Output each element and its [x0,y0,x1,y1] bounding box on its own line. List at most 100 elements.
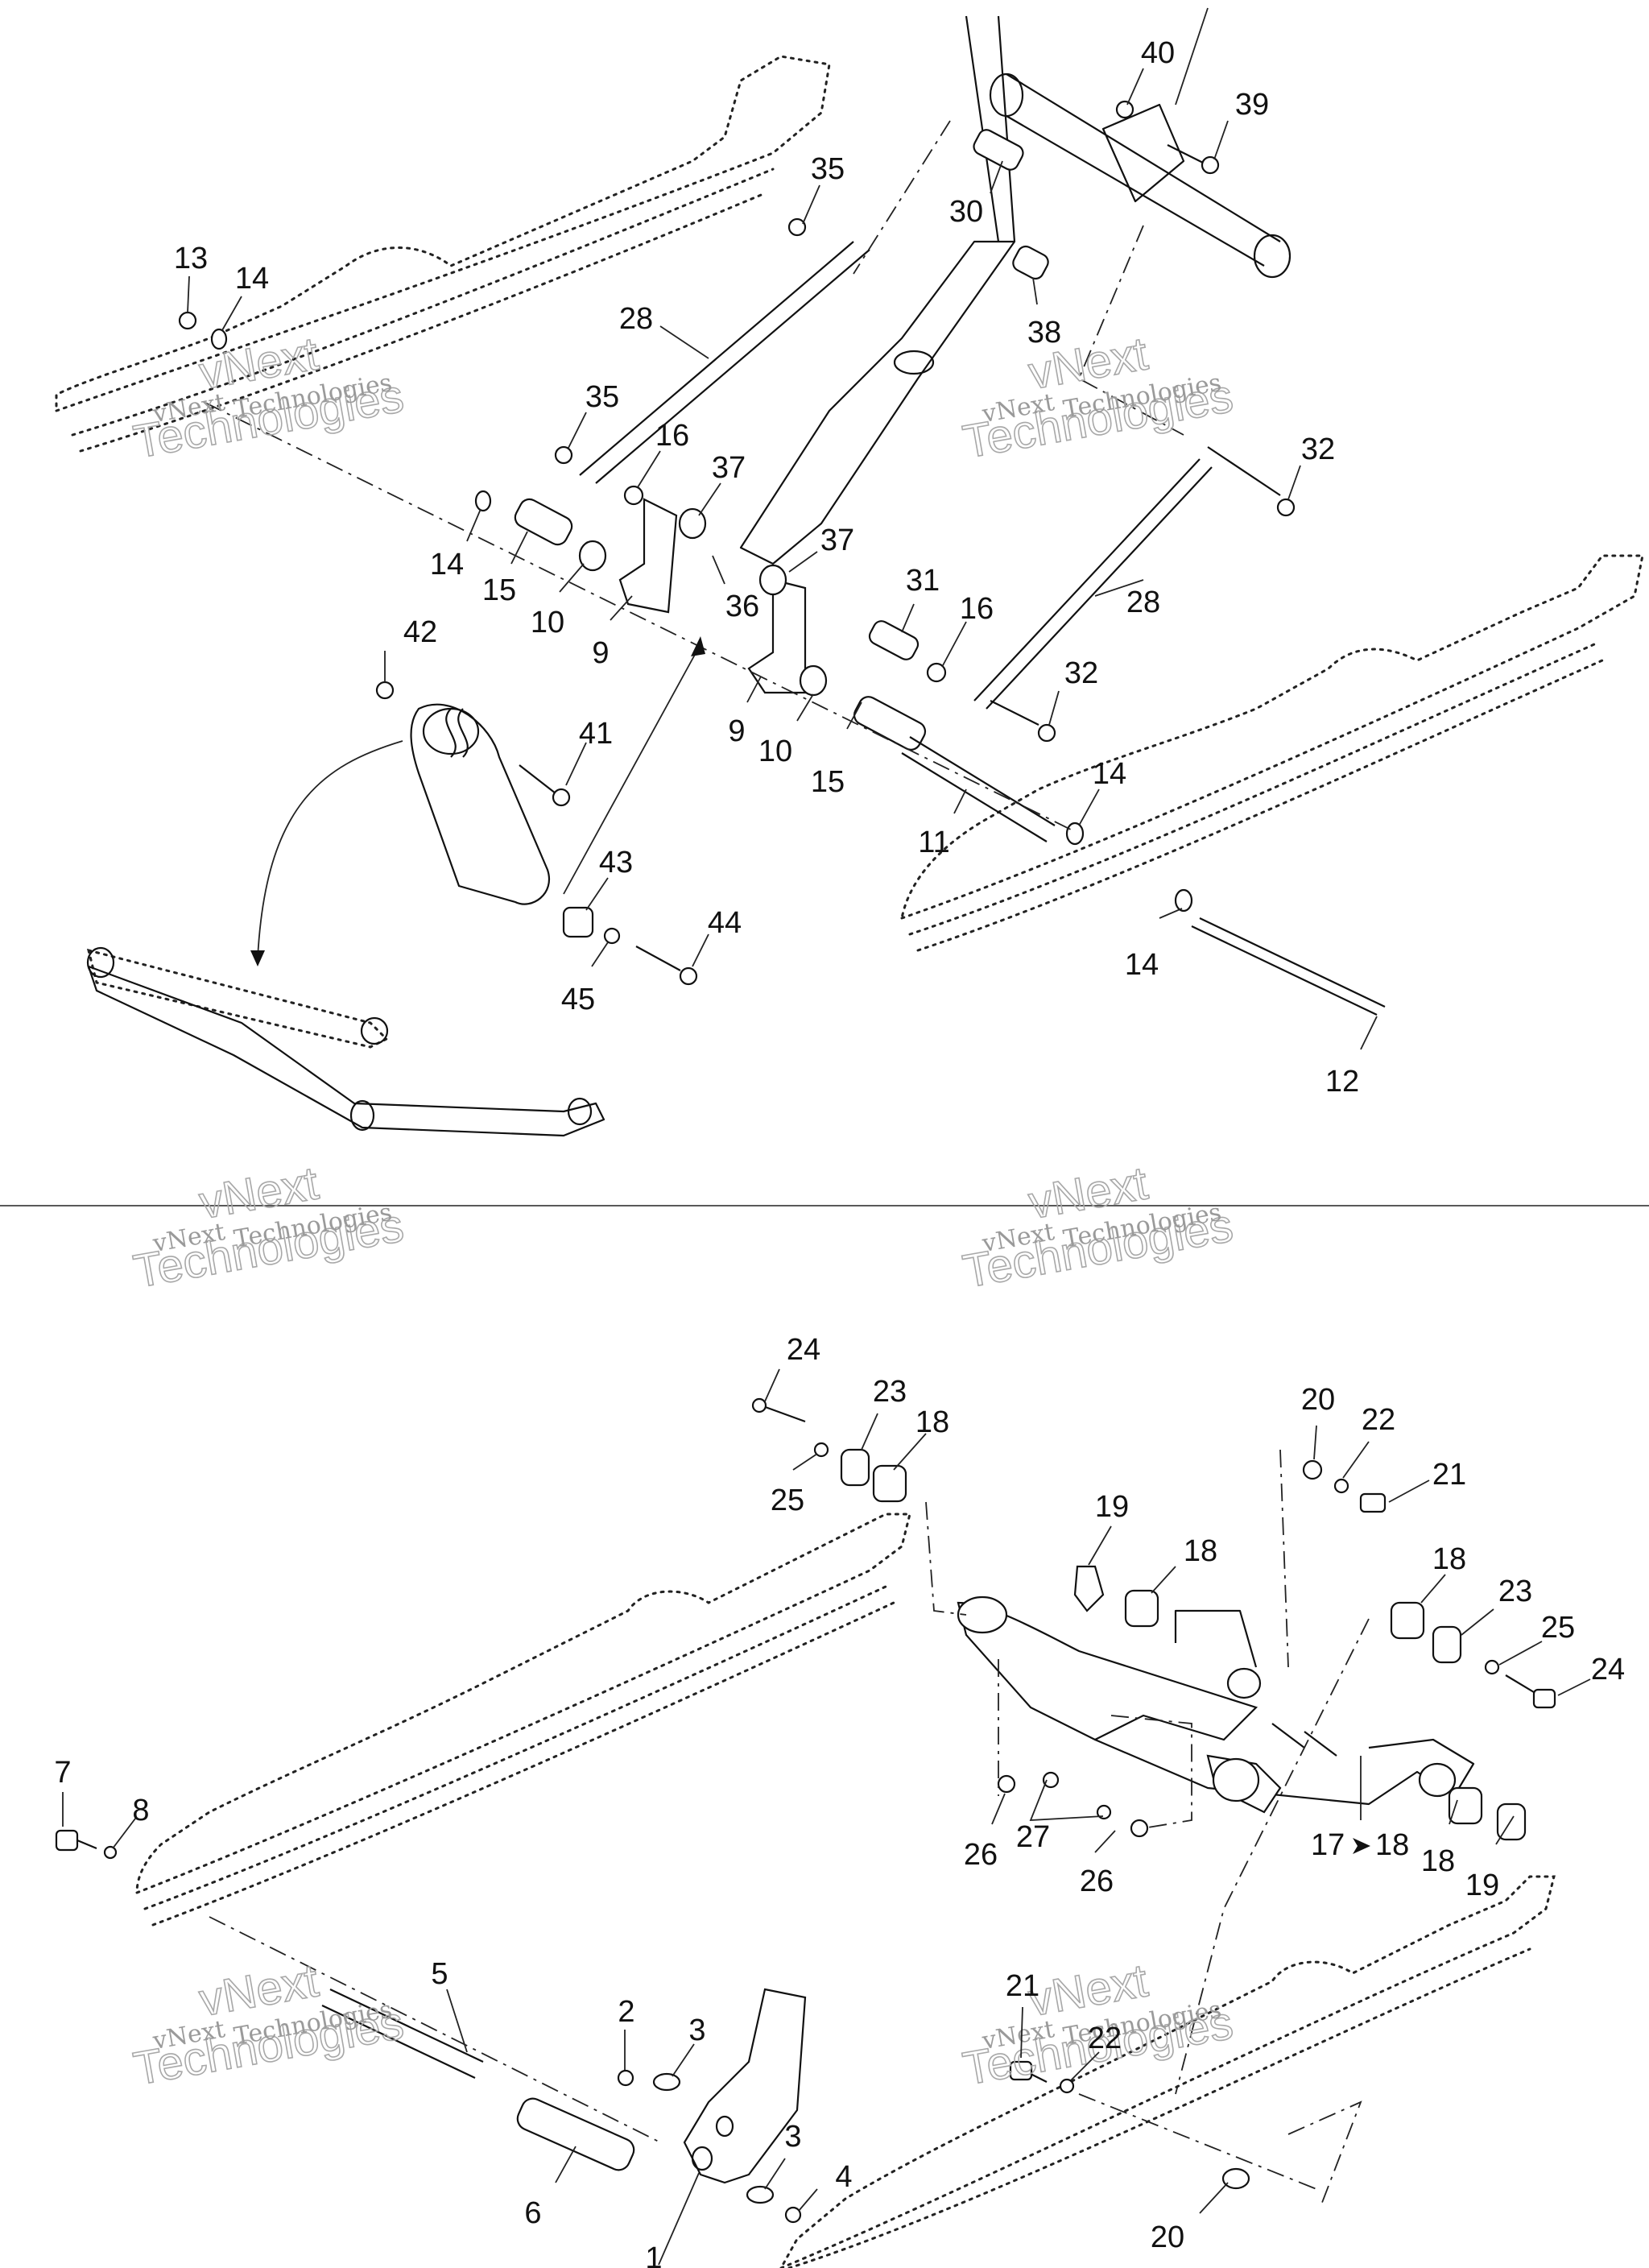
callout: 9 [728,714,745,748]
callout: 36 [725,590,759,623]
callout: 10 [531,606,564,639]
callout: 5 [431,1957,448,1991]
callout: 3 [688,2013,705,2047]
callout: 14 [1125,948,1159,982]
callout: 20 [1301,1383,1335,1417]
callout: 19 [1095,1490,1129,1524]
callout: 2 [618,1995,634,2029]
callout: 40 [1141,36,1175,70]
lower-left-rail [135,1513,911,1927]
callout: 23 [873,1375,907,1409]
lower-callouts: 24 23 18 20 22 21 25 19 18 18 23 25 24 7… [54,1333,1625,2268]
callout: 14 [1093,757,1126,791]
callout: 6 [524,2196,541,2230]
callout: 18 [1184,1534,1217,1568]
callout: 18 [1375,1828,1409,1862]
callout: 30 [949,195,983,229]
axle-11 [901,736,1056,842]
callout: 3 [784,2120,801,2154]
callout: 16 [655,419,689,453]
upper-hardware [178,100,1296,986]
callout: 37 [712,451,746,485]
callout: 18 [1432,1542,1466,1576]
upper-rod-28-left [579,241,870,484]
center-shock-absorber [739,15,1016,565]
callout: 32 [1301,432,1335,466]
watermarks: vNext Technologies vNext Technologies vN… [129,327,1237,2096]
callout: 32 [1064,656,1098,690]
watermark-2: vNext Technologies vNext Technologies [958,327,1237,470]
callout: 37 [820,524,854,557]
callout: 25 [1541,1611,1575,1645]
watermark-1: vNext Technologies vNext Technologies [129,327,407,470]
watermark-6: vNext Technologies vNext Technologies [958,1954,1237,2096]
bolt-12 [1191,917,1386,1016]
lower-right-rail [779,1875,1556,2268]
callout: 45 [561,983,595,1016]
callout: 35 [811,152,845,186]
rear-arm-small [86,946,605,1137]
callout: 11 [918,826,949,859]
watermark-4: vNext Technologies vNext Technologies [958,1157,1237,1299]
callout: 9 [592,636,609,670]
callout: 38 [1027,316,1061,350]
callout: 15 [811,765,845,799]
callout: 15 [482,573,516,607]
callout: 13 [174,242,208,275]
lower-assembly [55,1397,1556,2268]
lower-centerlines [209,1449,1370,2208]
callout: 14 [430,548,464,581]
callout: 22 [1088,2022,1122,2055]
callout: 25 [771,1484,804,1517]
callout: 8 [132,1794,149,1827]
callout: 28 [619,302,653,336]
callout: 7 [54,1756,71,1790]
callout: 23 [1498,1575,1532,1608]
upper-callouts: 40 39 35 30 38 13 14 28 35 16 37 32 14 1… [174,36,1378,1099]
front-arm-assembly [989,72,1292,279]
callout: 18 [1421,1844,1455,1878]
callout: 4 [835,2160,852,2194]
callout: 17 [1311,1828,1345,1862]
callout: 24 [1591,1653,1625,1687]
callout: 12 [1325,1065,1359,1099]
bracket-1 [683,1988,807,2184]
callout: 39 [1235,88,1269,122]
callout: 24 [787,1333,820,1367]
lower-hardware [55,1397,1556,2224]
callout: 41 [579,717,613,751]
callout: 18 [915,1405,949,1439]
callout: 26 [964,1838,998,1872]
upper-bushings [514,129,1049,751]
callout: 21 [1432,1458,1466,1492]
callout: 27 [1016,1820,1050,1854]
callout: 10 [758,735,792,768]
callout: 43 [599,846,633,879]
bellcrank-9-left [618,498,678,614]
callout: 1 [645,2241,662,2268]
spacer-5 [321,1989,484,2079]
callout-17-arrow-18: 17 18 [1311,1828,1409,1862]
upper-centerlines [205,7,1209,966]
upper-right-rail [900,554,1644,952]
callout: 20 [1151,2220,1184,2254]
upper-assembly [55,7,1644,1137]
upper-rod-28-right [973,458,1213,710]
callout: 31 [906,564,940,598]
callout: 26 [1080,1864,1114,1898]
callout: 19 [1465,1869,1499,1902]
rear-arm-17 [957,1595,1475,1814]
callout: 44 [708,906,742,940]
callout: 21 [1006,1969,1039,2003]
callout: 35 [585,380,619,414]
bellcrank-9-right [747,578,807,694]
watermark-3: vNext Technologies vNext Technologies [129,1157,407,1299]
rear-shock-absorber [410,703,550,905]
spacer-6 [516,2097,635,2171]
callout: 16 [960,592,994,626]
upper-left-rail [55,55,831,453]
callout: 28 [1126,586,1160,619]
callout: 22 [1362,1403,1395,1437]
watermark-5: vNext Technologies vNext Technologies [129,1954,407,2096]
